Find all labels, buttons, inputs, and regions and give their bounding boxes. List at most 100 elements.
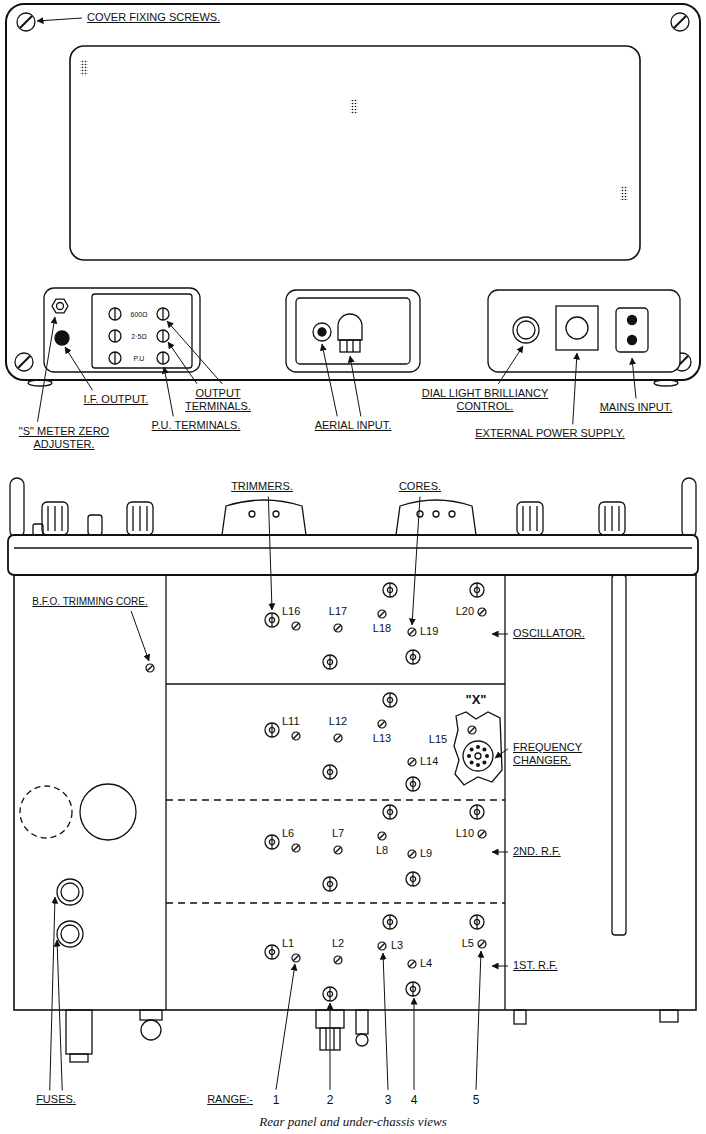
leader-line bbox=[131, 611, 149, 661]
coil-adjuster bbox=[408, 850, 416, 858]
fuse-holder bbox=[57, 879, 83, 947]
panel-label: AERIAL INPUT. bbox=[314, 419, 393, 432]
connector bbox=[333, 1028, 334, 1050]
rear-panel bbox=[80, 60, 88, 76]
coil-adjuster bbox=[265, 945, 279, 959]
output-block bbox=[109, 352, 121, 364]
coil-label: L5 bbox=[461, 937, 475, 950]
power-block bbox=[628, 316, 637, 325]
coil-label: L16 bbox=[281, 605, 301, 618]
range-label: RANGE:- bbox=[206, 1093, 254, 1106]
callout-letter: "X" bbox=[465, 692, 488, 708]
output-block bbox=[44, 288, 200, 372]
bfo-core bbox=[146, 664, 154, 672]
front-panel bbox=[42, 502, 68, 535]
leader-line bbox=[38, 317, 56, 422]
range-number: 1 bbox=[272, 1093, 281, 1107]
coil-adjuster bbox=[323, 655, 337, 669]
chassis bbox=[165, 575, 166, 1010]
coil-adjuster bbox=[292, 732, 300, 740]
chassis bbox=[14, 575, 696, 1010]
coil-label: L3 bbox=[390, 939, 404, 952]
cover-screw bbox=[15, 353, 33, 371]
front-panel bbox=[47, 506, 48, 531]
power-block bbox=[517, 321, 535, 339]
power-block bbox=[628, 336, 637, 345]
coil-adjuster bbox=[408, 960, 416, 968]
aerial-block bbox=[340, 340, 360, 352]
valve-cutaway bbox=[482, 760, 486, 764]
coil-adjuster bbox=[470, 915, 484, 929]
valve-cutaway bbox=[485, 754, 489, 758]
output-block bbox=[109, 330, 121, 342]
rear-panel bbox=[70, 46, 640, 260]
coil-label: L15 bbox=[428, 733, 448, 746]
rear-panel bbox=[6, 4, 700, 380]
coil-label: L2 bbox=[331, 937, 345, 950]
coil-adjuster bbox=[323, 987, 337, 1001]
valve-cutaway bbox=[467, 754, 471, 758]
front-panel bbox=[536, 506, 537, 531]
coil-adjuster bbox=[406, 650, 420, 664]
part-label: TRIMMERS. bbox=[230, 480, 294, 493]
coil-adjuster bbox=[383, 693, 397, 707]
leader-line bbox=[322, 344, 337, 416]
coil-label: L14 bbox=[419, 755, 439, 768]
power-block bbox=[488, 290, 680, 372]
panel-label: DIAL LIGHT BRILLIANCY CONTROL. bbox=[418, 387, 552, 413]
leader-line bbox=[632, 358, 636, 398]
cover-screw bbox=[17, 13, 35, 31]
power-block bbox=[556, 306, 598, 350]
front-panel bbox=[88, 515, 102, 535]
coil-adjuster bbox=[292, 954, 300, 962]
coil-label: L17 bbox=[328, 605, 348, 618]
power-block bbox=[513, 317, 539, 343]
coil-adjuster bbox=[334, 846, 342, 854]
output-block bbox=[114, 330, 115, 342]
connector bbox=[141, 1020, 161, 1040]
coil-label: L19 bbox=[419, 625, 439, 638]
chassis bbox=[166, 902, 505, 903]
output-block bbox=[157, 352, 169, 364]
output-block bbox=[55, 331, 69, 345]
coil-adjuster bbox=[292, 622, 300, 630]
valve-cutaway bbox=[463, 741, 493, 771]
connector bbox=[70, 1054, 88, 1062]
leader-line bbox=[383, 953, 388, 1090]
part-label: CORES. bbox=[398, 480, 442, 493]
front-panel bbox=[146, 506, 147, 531]
connector bbox=[660, 1010, 678, 1022]
coil-adjuster bbox=[383, 583, 397, 597]
coil-adjuster bbox=[323, 877, 337, 891]
front-panel bbox=[222, 500, 306, 535]
coil-adjuster bbox=[478, 830, 486, 838]
leader-line bbox=[268, 497, 272, 610]
chassis bbox=[612, 575, 626, 935]
leader-line bbox=[350, 356, 361, 416]
figure-caption: Rear panel and under-chassis views bbox=[257, 1114, 449, 1130]
coil-label: L11 bbox=[281, 715, 301, 728]
output-block bbox=[109, 308, 121, 320]
leader-line bbox=[414, 998, 415, 1090]
front-panel bbox=[139, 506, 140, 531]
cover-screw bbox=[20, 16, 32, 28]
leader-line bbox=[65, 347, 93, 390]
panel-label: "S" METER ZERO ADJUSTER. bbox=[11, 425, 117, 451]
coil-label: L9 bbox=[419, 847, 433, 860]
coil-adjuster bbox=[406, 982, 420, 996]
leader-line bbox=[412, 497, 420, 625]
chassis bbox=[166, 683, 505, 685]
valve-cutaway bbox=[470, 760, 474, 764]
fuse-holder bbox=[57, 921, 83, 947]
coil-adjuster bbox=[378, 942, 386, 950]
valve-cutaway bbox=[454, 712, 502, 785]
connector bbox=[325, 1028, 326, 1050]
coil-adjuster bbox=[406, 777, 420, 791]
fuse-holder bbox=[61, 883, 79, 901]
coil-adjuster bbox=[408, 758, 416, 766]
coil-label: L13 bbox=[372, 732, 392, 745]
receiver-illustration bbox=[6, 4, 700, 1062]
coil-adjuster bbox=[334, 624, 342, 632]
front-panel bbox=[8, 535, 698, 575]
